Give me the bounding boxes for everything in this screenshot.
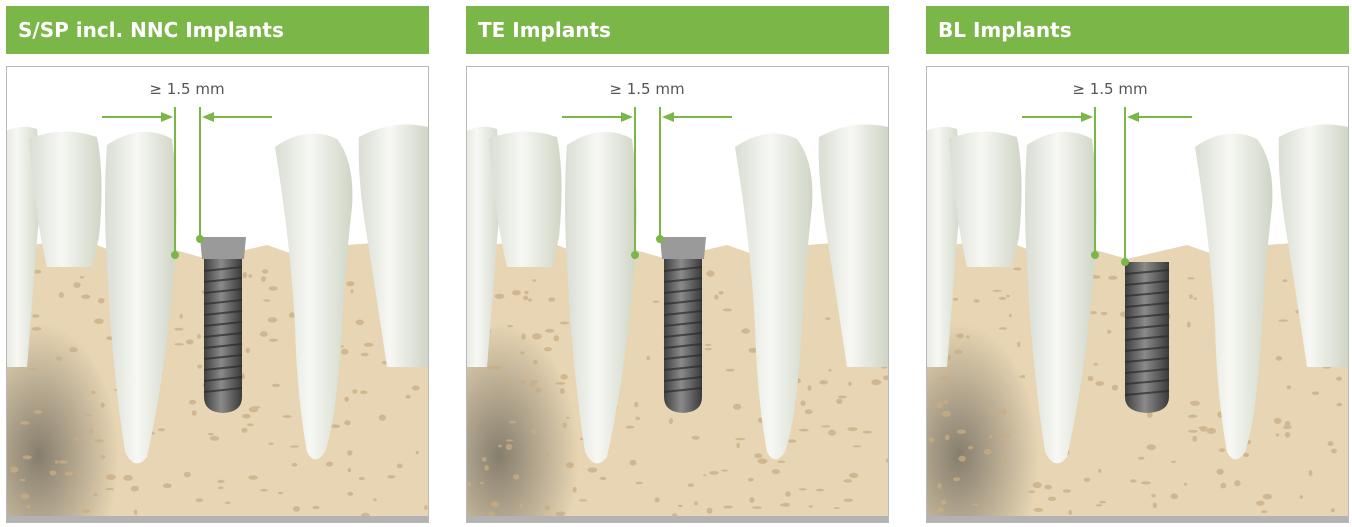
panel-bl-implants: BL Implants ≥ 1.5 mm <box>926 6 1349 523</box>
illustration-frame: ≥ 1.5 mm <box>6 66 429 523</box>
measurement-label: ≥ 1.5 mm <box>587 80 707 98</box>
implant <box>200 237 246 413</box>
bottom-bar <box>927 516 1348 522</box>
implant <box>1125 262 1169 413</box>
dental-illustration <box>927 67 1348 522</box>
arrow-left-icon <box>1127 112 1139 122</box>
arrow-right-icon <box>621 112 633 122</box>
reference-dot <box>631 251 639 259</box>
illustration-frame: ≥ 1.5 mm <box>926 66 1349 523</box>
implant-dot <box>656 235 664 243</box>
bottom-bar <box>7 516 428 522</box>
panel-title: S/SP incl. NNC Implants <box>6 6 429 54</box>
panel-title: TE Implants <box>466 6 889 54</box>
panel-te-implants: TE Implants ≥ 1.5 mm <box>466 6 889 523</box>
arrow-left-icon <box>662 112 674 122</box>
dental-illustration <box>467 67 888 522</box>
measurement-label: ≥ 1.5 mm <box>127 80 247 98</box>
panel-ssp-implants: S/SP incl. NNC Implants ≥ 1.5 mm <box>6 6 429 523</box>
reference-dot <box>1091 251 1099 259</box>
reference-dot <box>171 251 179 259</box>
implant <box>660 237 706 413</box>
arrow-right-icon <box>1081 112 1093 122</box>
arrow-left-icon <box>202 112 214 122</box>
panel-title: BL Implants <box>926 6 1349 54</box>
bottom-bar <box>467 516 888 522</box>
dental-illustration <box>7 67 428 522</box>
measurement-label: ≥ 1.5 mm <box>1050 80 1170 98</box>
arrow-right-icon <box>161 112 173 122</box>
implant-dot <box>1121 258 1129 266</box>
illustration-frame: ≥ 1.5 mm <box>466 66 889 523</box>
implant-dot <box>196 235 204 243</box>
